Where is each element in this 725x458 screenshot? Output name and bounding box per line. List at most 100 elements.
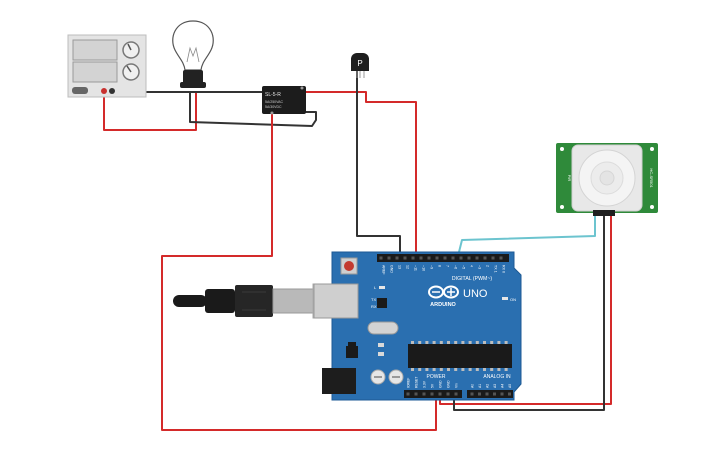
- chip-pin: [504, 368, 508, 371]
- chip-pin: [497, 368, 501, 371]
- chip-pin: [425, 341, 429, 344]
- dc-power-jack[interactable]: [322, 368, 356, 394]
- analog-pin-hole[interactable]: [485, 392, 489, 396]
- supply-terminal-neg[interactable]: [101, 88, 107, 94]
- chip-pin: [425, 368, 429, 371]
- power-pin-label: Vin: [455, 383, 459, 388]
- chip-pin: [447, 368, 450, 371]
- digital-header-label: DIGITAL (PWM~): [452, 276, 492, 282]
- led-rx-label: RX: [371, 304, 377, 309]
- supply-power-switch[interactable]: [72, 87, 88, 94]
- digital-pin-hole[interactable]: [475, 256, 479, 260]
- power-pin-label: RESET: [415, 377, 419, 388]
- pir-sensor[interactable]: PIR HC-SR501: [556, 143, 658, 216]
- power-pin-label: 5V: [431, 383, 435, 388]
- analog-header[interactable]: [467, 390, 513, 398]
- bulb-socket: [183, 70, 203, 84]
- chip-pin: [475, 341, 479, 344]
- wire-relay-sensor[interactable]: [301, 91, 417, 257]
- chip-pin: [490, 368, 494, 371]
- power-pin-hole[interactable]: [414, 392, 418, 396]
- usb-jack: [313, 283, 359, 319]
- chip-pin: [432, 341, 436, 344]
- digital-pin-label: TX 1: [494, 265, 498, 273]
- power-header-label: POWER: [427, 374, 446, 380]
- analog-pin-label: A4: [501, 384, 505, 388]
- led-tx-label: TX: [371, 297, 376, 302]
- power-pin-hole[interactable]: [422, 392, 426, 396]
- analog-pin-hole[interactable]: [508, 392, 511, 396]
- digital-header[interactable]: [377, 254, 509, 262]
- analog-pin-hole[interactable]: [493, 392, 496, 396]
- chip-pin: [447, 341, 450, 344]
- digital-pin-label: 4: [470, 265, 474, 267]
- chip-pin: [475, 368, 479, 371]
- relay[interactable]: SL-5-R 5A/250VAC 5A/30VDC: [262, 86, 306, 115]
- analog-pin-hole[interactable]: [478, 392, 481, 396]
- arduino-brand: ARDUINO: [430, 302, 456, 308]
- digital-pin-label: ~9: [430, 265, 434, 269]
- digital-pin-label: RX 0: [502, 265, 506, 273]
- digital-pin-hole[interactable]: [395, 256, 399, 260]
- chip-pin: [468, 341, 472, 344]
- analog-pin-label: A0: [471, 384, 475, 388]
- digital-pin-hole[interactable]: [379, 256, 383, 260]
- wire-lamp-relay[interactable]: [189, 91, 317, 127]
- wire-pir-signal[interactable]: [457, 213, 596, 257]
- analog-pin-hole[interactable]: [470, 392, 474, 396]
- power-pin-label: GND: [447, 380, 451, 388]
- digital-pin-hole[interactable]: [459, 256, 463, 260]
- digital-pin-hole[interactable]: [435, 256, 439, 260]
- digital-pin-hole[interactable]: [419, 256, 423, 260]
- atmega-chip: [408, 344, 512, 368]
- power-pin-hole[interactable]: [438, 392, 442, 396]
- pir-label-right: HC-SR501: [649, 168, 654, 188]
- digital-pin-label: AREF: [382, 265, 386, 275]
- supply-terminal-pos[interactable]: [109, 88, 115, 94]
- wire-supply-neg[interactable]: [103, 91, 197, 131]
- light-bulb[interactable]: [172, 20, 214, 88]
- voltage-regulator: [346, 346, 358, 358]
- power-pin-label: IOREF: [407, 378, 411, 388]
- power-supply[interactable]: [67, 34, 147, 98]
- pir-pins[interactable]: [593, 210, 615, 216]
- wire-sensor-pin13[interactable]: [356, 69, 401, 257]
- digital-pin-label: 12: [406, 265, 410, 269]
- photoresistor-label: P: [357, 59, 362, 68]
- digital-pin-hole[interactable]: [443, 256, 447, 260]
- chip-pin: [504, 341, 508, 344]
- digital-pin-hole[interactable]: [387, 256, 391, 260]
- analog-pin-label: A3: [493, 384, 497, 388]
- power-pin-label: 3.3V: [423, 380, 427, 388]
- power-pin-hole[interactable]: [430, 392, 434, 396]
- digital-pin-holes: [379, 256, 503, 260]
- digital-pin-hole[interactable]: [499, 256, 503, 260]
- digital-pin-hole[interactable]: [427, 256, 431, 260]
- chip-pin: [497, 341, 501, 344]
- digital-pin-hole[interactable]: [491, 256, 495, 260]
- digital-pin-hole[interactable]: [411, 256, 415, 260]
- digital-pin-label: ~6: [454, 265, 458, 269]
- led-on: [502, 297, 508, 300]
- digital-pin-hole[interactable]: [403, 256, 407, 260]
- crystal: [367, 321, 399, 335]
- power-pin-hole[interactable]: [454, 392, 458, 396]
- wire-pir-gnd[interactable]: [453, 213, 605, 411]
- digital-pin-hole[interactable]: [451, 256, 455, 260]
- photoresistor[interactable]: P: [351, 53, 369, 78]
- wire-relay-5v[interactable]: [161, 113, 437, 431]
- digital-pin-hole[interactable]: [483, 256, 487, 260]
- digital-pin-hole[interactable]: [467, 256, 471, 260]
- power-pin-hole[interactable]: [446, 392, 450, 396]
- chip-pin: [461, 368, 465, 371]
- digital-pin-label: 13: [398, 265, 402, 269]
- power-pin-hole[interactable]: [406, 392, 410, 396]
- chip-pin: [432, 368, 436, 371]
- analog-pin-hole[interactable]: [500, 392, 504, 396]
- digital-pin-label: 2: [486, 265, 490, 267]
